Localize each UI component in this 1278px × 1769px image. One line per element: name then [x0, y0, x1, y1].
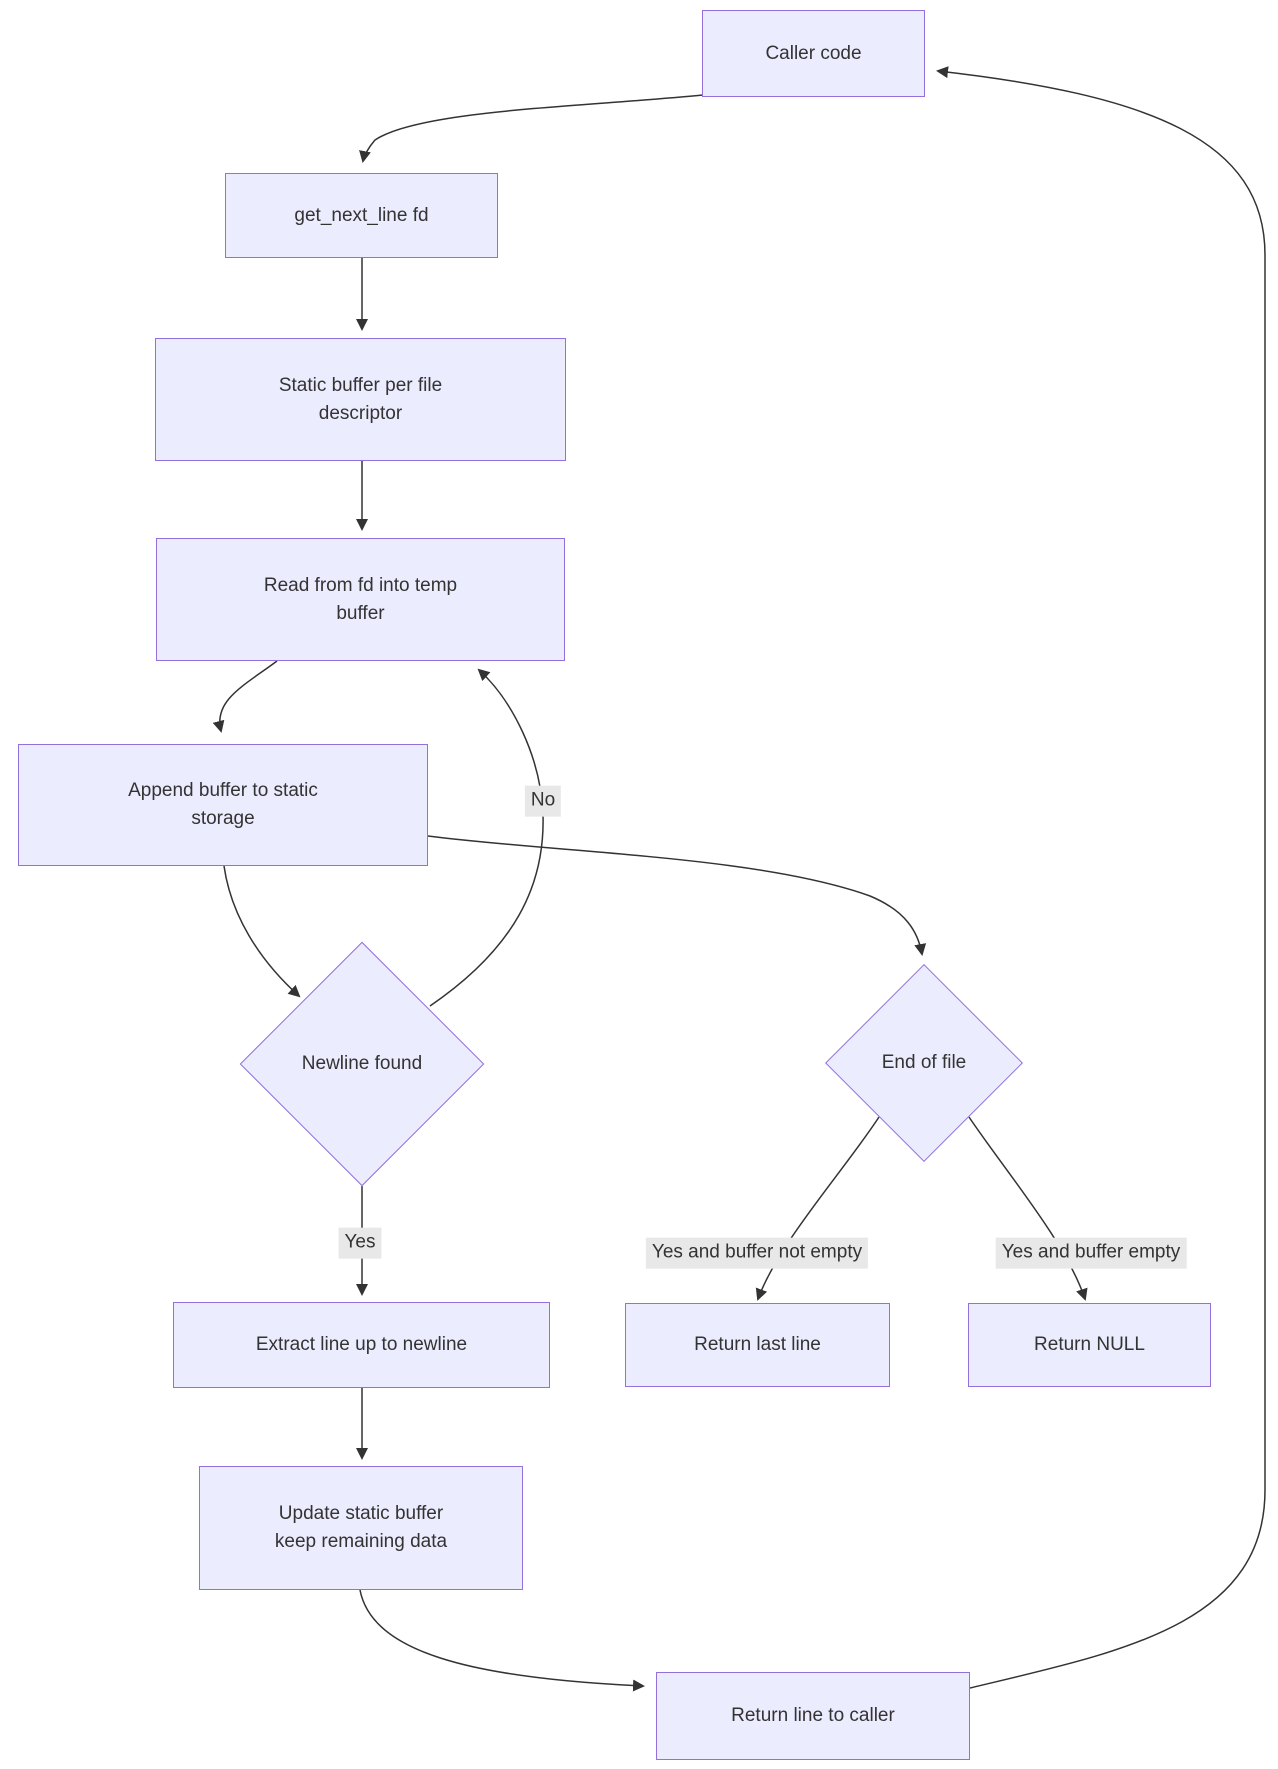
edge-label-yes: Yes: [338, 1227, 382, 1259]
node-return-null: Return NULL: [968, 1303, 1211, 1387]
edge-read-to-append: [212, 660, 278, 733]
decision-end-of-file-label: End of file: [881, 1052, 967, 1073]
edge-eof-to-return-null: [968, 1116, 1088, 1301]
edge-label-no: No: [524, 785, 562, 817]
node-return-last-line: Return last line: [625, 1303, 890, 1387]
edge-label-yes-buffer-not-empty: Yes and buffer not empty: [645, 1237, 869, 1269]
decision-newline-found: Newline found: [239, 941, 485, 1187]
edge-update-to-return-line: [359, 1589, 645, 1692]
node-extract-line: Extract line up to newline: [173, 1302, 550, 1388]
node-read-from-fd: Read from fd into temp buffer: [156, 538, 565, 661]
node-caller-code: Caller code: [702, 10, 925, 97]
decision-newline-found-label: Newline found: [301, 1053, 423, 1074]
node-return-line-to-caller: Return line to caller: [656, 1672, 970, 1760]
edge-append-to-end-of-file: [427, 835, 927, 956]
node-append-buffer: Append buffer to static storage: [18, 744, 428, 866]
edge-newline-found-no-to-read: [429, 668, 544, 1007]
edge-caller-to-get-next-line: [359, 94, 704, 163]
node-get-next-line: get_next_line fd: [225, 173, 498, 258]
edge-return-line-to-caller: [936, 66, 1266, 1689]
decision-end-of-file: End of file: [825, 963, 1023, 1163]
node-static-buffer: Static buffer per file descriptor: [155, 338, 566, 461]
node-update-buffer: Update static buffer keep remaining data: [199, 1466, 523, 1590]
edge-eof-to-return-last-line: [755, 1116, 880, 1301]
edge-append-to-newline-found: [223, 865, 301, 998]
edge-label-yes-buffer-empty: Yes and buffer empty: [995, 1237, 1187, 1269]
